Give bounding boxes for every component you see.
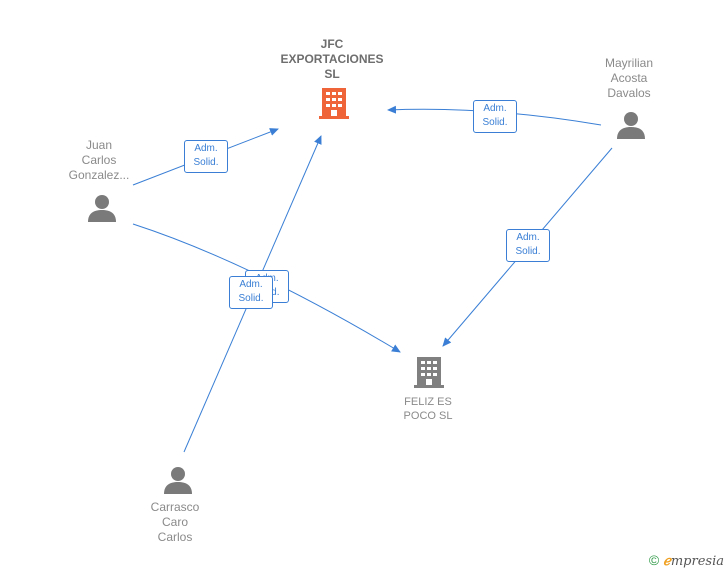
company-feliz-label: FELIZ ES POCO SL: [380, 395, 476, 423]
person-carrasco-name-line-1: Carrasco: [150, 500, 200, 514]
brand-logo-text: mpresia: [670, 554, 724, 569]
company-jfc-name-line-1: JFC: [320, 37, 344, 51]
person-icon-juan[interactable]: [87, 193, 117, 223]
copyright-icon: ©: [648, 552, 660, 568]
person-mayrilian-name-line-2: Acosta: [610, 71, 648, 85]
company-jfc-name-line-2: EXPORTACIONES: [280, 52, 384, 66]
brand-logo: ℯmpresia: [663, 554, 724, 569]
person-carrasco-name-line-2: Caro: [161, 515, 188, 529]
edge-label-line-1: Adm.: [516, 232, 540, 243]
person-mayrilian-label: Mayrilian Acosta Davalos: [584, 56, 674, 101]
person-carrasco-label: Carrasco Caro Carlos: [130, 500, 220, 545]
edge-label-line-2: Solid.: [193, 157, 219, 168]
building-icon-jfc[interactable]: [318, 86, 350, 120]
edge-label-line-1: Adm.: [194, 143, 218, 154]
company-feliz-name-line-2: POCO SL: [403, 410, 453, 422]
person-juan-name-line-2: Carlos: [81, 153, 117, 167]
edge-label-carrasco-jfc[interactable]: Adm. Solid.: [229, 276, 273, 309]
edge-label-line-2: Solid.: [515, 246, 541, 257]
company-jfc-name-line-3: SL: [324, 67, 340, 81]
edge-label-line-1: Adm.: [239, 279, 263, 290]
edge-label-line-2: Solid.: [238, 293, 264, 304]
person-mayrilian-name-line-1: Mayrilian: [604, 56, 653, 70]
edge-label-line-1: Adm.: [483, 103, 507, 114]
person-icon-carrasco[interactable]: [163, 465, 193, 495]
building-icon-feliz[interactable]: [413, 355, 445, 389]
edge-label-line-2: Solid.: [482, 117, 508, 128]
edge-label-mayrilian-feliz[interactable]: Adm. Solid.: [506, 229, 550, 262]
person-juan-label: Juan Carlos Gonzalez...: [54, 138, 144, 183]
person-mayrilian-name-line-3: Davalos: [607, 86, 651, 100]
person-icon-mayrilian[interactable]: [616, 110, 646, 140]
company-jfc-label: JFC EXPORTACIONES SL: [262, 37, 402, 82]
edge-label-mayrilian-jfc[interactable]: Adm. Solid.: [473, 100, 517, 133]
person-juan-name-line-3: Gonzalez...: [68, 168, 130, 182]
edge-label-juan-jfc[interactable]: Adm. Solid.: [184, 140, 228, 173]
footer-brand[interactable]: ©ℯmpresia: [649, 552, 724, 569]
person-carrasco-name-line-3: Carlos: [157, 530, 193, 544]
person-juan-name-line-1: Juan: [85, 138, 113, 152]
brand-logo-mark: ℯ: [663, 554, 671, 569]
company-feliz-name-line-1: FELIZ ES: [404, 396, 452, 408]
